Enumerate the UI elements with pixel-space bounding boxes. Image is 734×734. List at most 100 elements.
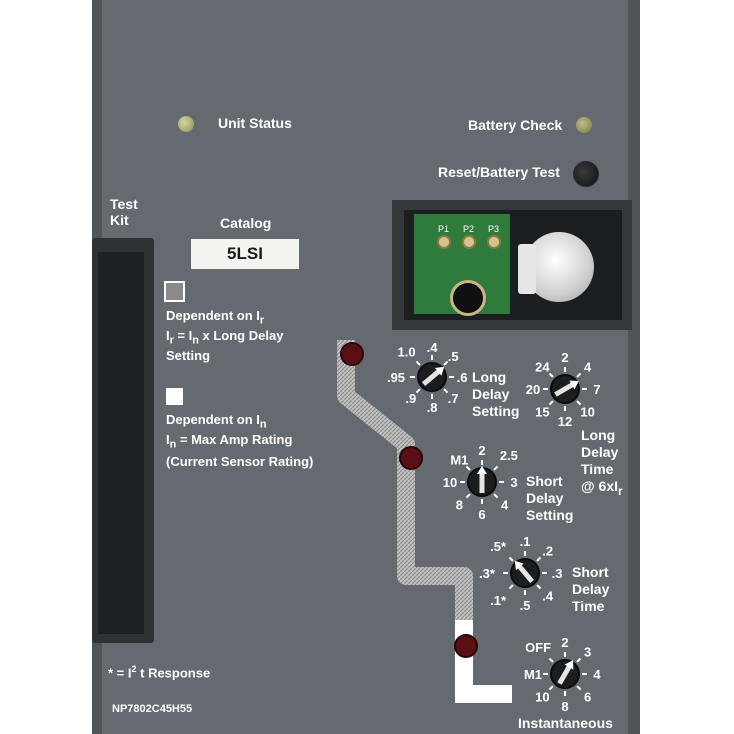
unit-status-label: Unit Status: [218, 115, 292, 131]
short-delay-setting-tick-label: 8: [456, 498, 463, 513]
instantaneous-tick-mark: [548, 685, 554, 691]
faceplate-right-edge: [628, 0, 640, 734]
long-delay-time-tick-label: 20: [526, 382, 540, 397]
short-delay-time-title-2: Delay: [572, 581, 610, 597]
short-delay-time-tick-mark: [508, 556, 514, 562]
dependent-on-in-line3: (Current Sensor Rating): [166, 454, 314, 469]
long-delay-setting-title-1: Long: [472, 369, 507, 385]
dependent-on-ir-line3: Setting: [166, 348, 211, 363]
short-delay-time-tick-label: .1: [520, 534, 531, 549]
reset-battery-test-button[interactable]: [573, 161, 599, 187]
long-delay-time-tick-mark: [576, 372, 582, 378]
plain-legend-swatch: [166, 388, 183, 405]
short-delay-time-tick-mark: [508, 584, 514, 590]
instantaneous-tick-mark: [548, 657, 554, 663]
short-delay-time-title-3: Time: [572, 598, 605, 614]
short-delay-time-title-1: Short: [572, 564, 609, 580]
long-delay-setting-dial-arrow: [434, 366, 445, 376]
instantaneous-tick-label: 10: [535, 690, 549, 705]
instantaneous-tick-label: 4: [593, 667, 601, 682]
unit-status-led: [178, 116, 194, 132]
instantaneous-tick-mark: [576, 685, 582, 691]
pcb-mounting-hole: [450, 280, 486, 316]
kit-label: Kit: [110, 212, 129, 228]
test-point-p3[interactable]: [487, 235, 501, 249]
instantaneous-tick-mark: [576, 657, 582, 663]
short-delay-setting-tick-mark: [493, 465, 499, 471]
instantaneous-led: [454, 634, 478, 658]
instantaneous-tick-label: 3: [584, 644, 591, 659]
battery-check-led: [576, 117, 592, 133]
short-delay-setting-title-3: Setting: [526, 507, 574, 523]
instantaneous-title: Instantaneous: [518, 715, 613, 731]
long-delay-setting-title-3: Setting: [472, 403, 520, 419]
long-delay-time-tick-label: 10: [580, 405, 594, 420]
long-delay-time-tick-label: 24: [535, 359, 550, 374]
long-delay-time-tick-label: 7: [593, 382, 600, 397]
instantaneous-tick-label: 6: [584, 690, 591, 705]
long-delay-setting-tick-label: .6: [457, 370, 468, 385]
long-delay-led: [340, 342, 364, 366]
long-delay-time-dial-arrow: [569, 380, 579, 390]
test-kit-socket: [98, 252, 144, 634]
short-delay-time-tick-label: .2: [542, 543, 553, 558]
short-delay-setting-title-2: Delay: [526, 490, 564, 506]
hatched-legend-swatch: [164, 281, 185, 302]
pcb-p1-label: P1: [438, 224, 450, 234]
battery-cell: [518, 222, 598, 310]
test-point-p2[interactable]: [462, 235, 476, 249]
short-delay-setting-tick-label: M1: [450, 452, 468, 467]
long-delay-setting-tick-label: 1.0: [398, 345, 416, 360]
test-point-p1[interactable]: [437, 235, 451, 249]
long-delay-setting-tick-label: .5: [448, 349, 459, 364]
short-delay-setting-tick-label: 10: [443, 475, 457, 490]
long-delay-time-tick-label: 15: [535, 405, 549, 420]
pcb-p2-label: P2: [463, 224, 475, 234]
short-delay-setting-tick-mark: [465, 493, 471, 499]
long-delay-time-tick-label: 2: [561, 350, 568, 365]
long-delay-setting-tick-label: .7: [448, 391, 459, 406]
dependent-on-in-line1: Dependent on In: [166, 412, 267, 431]
instantaneous-dial-arrow: [564, 660, 574, 670]
long-delay-time-tick-mark: [576, 400, 582, 406]
long-delay-time-tick-mark: [548, 372, 554, 378]
long-delay-setting-tick-mark: [443, 388, 449, 394]
short-delay-setting-tick-label: 4: [501, 498, 509, 513]
short-delay-setting-tick-mark: [465, 465, 471, 471]
test-label: Test: [110, 196, 138, 212]
long-delay-time-title-4: @ 6xIr: [581, 478, 623, 498]
reset-battery-test-label: Reset/Battery Test: [438, 164, 560, 180]
long-delay-setting-tick-label: .9: [405, 391, 416, 406]
long-delay-setting-tick-label: .4: [427, 340, 439, 355]
short-delay-setting-tick-label: 2: [478, 443, 485, 458]
instantaneous-tick-label: OFF: [525, 640, 551, 655]
short-delay-led: [399, 446, 423, 470]
long-delay-setting-tick-label: .95: [387, 370, 405, 385]
instantaneous-tick-label: 2: [561, 635, 568, 650]
model-number: NP7802C45H55: [112, 703, 193, 715]
long-delay-time-title-2: Delay: [581, 444, 619, 460]
dependency-path-hatched: [337, 340, 473, 650]
short-delay-time-tick-label: .3*: [479, 566, 496, 581]
catalog-label: Catalog: [220, 215, 272, 231]
i2t-response-note: * = I2 t Response: [108, 664, 211, 681]
short-delay-time-tick-label: .4: [542, 589, 554, 604]
long-delay-setting-tick-mark: [443, 360, 449, 366]
long-delay-time-title-3: Time: [581, 461, 614, 477]
short-delay-time-tick-label: .5: [520, 598, 531, 613]
dependency-path-plain: [455, 620, 512, 703]
short-delay-setting-tick-label: 3: [510, 475, 517, 490]
dependent-on-ir-line2: Ir = In x Long Delay: [166, 328, 284, 347]
short-delay-setting-title-1: Short: [526, 473, 563, 489]
battery-check-label: Battery Check: [468, 117, 563, 133]
long-delay-time-tick-label: 12: [558, 414, 572, 429]
short-delay-time-tick-mark: [536, 584, 542, 590]
dependent-on-ir-line1: Dependent on Ir: [166, 308, 265, 327]
long-delay-time-tick-label: 4: [584, 359, 592, 374]
long-delay-setting-tick-mark: [415, 388, 421, 394]
short-delay-time-tick-label: .5*: [490, 539, 507, 554]
long-delay-time-tick-mark: [548, 400, 554, 406]
short-delay-setting-tick-label: 2.5: [500, 448, 518, 463]
instantaneous-tick-label: 8: [561, 699, 568, 714]
